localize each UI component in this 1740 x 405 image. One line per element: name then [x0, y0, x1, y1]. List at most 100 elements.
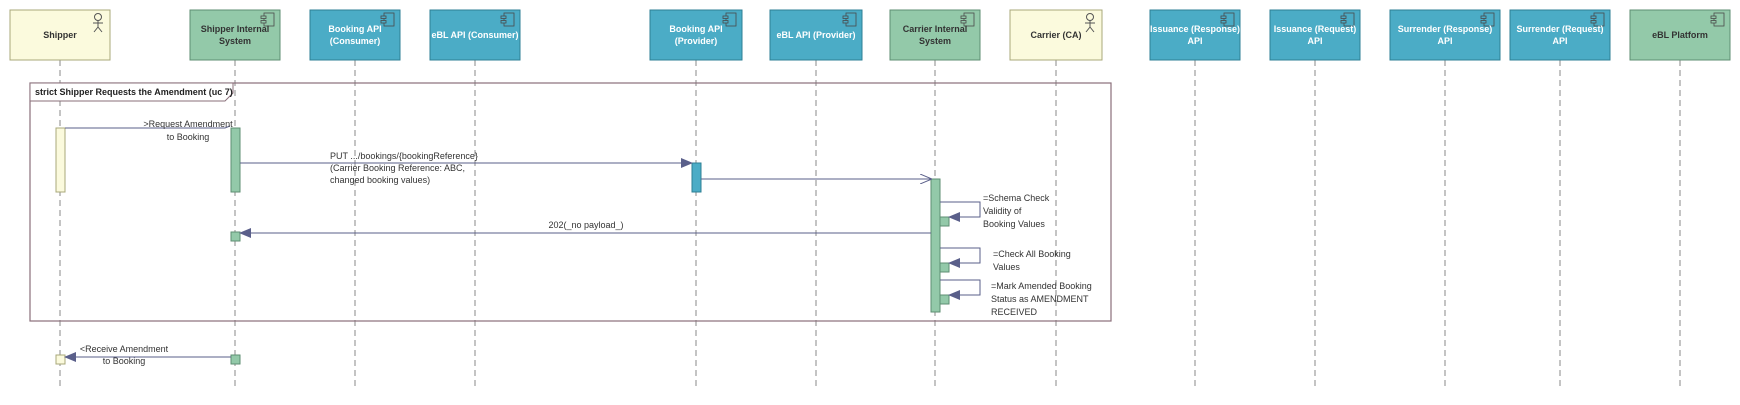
participant-name-line-1: Shipper: [43, 30, 77, 40]
frame-tab: [29, 82, 234, 102]
message-label-line-1: =Check All Booking: [993, 249, 1071, 259]
stick-figure-icon: [93, 13, 103, 33]
component-icon: [1340, 12, 1355, 27]
message-label-line-2: Validity of: [983, 206, 1022, 216]
shipper-receive-activation: [55, 354, 66, 365]
participant-name-line-2: API: [1437, 36, 1452, 46]
lifelines: [59, 60, 1681, 390]
message-request-amendment[interactable]: >Request Amendment to Booking: [65, 119, 233, 142]
message-label-line-3: Booking Values: [983, 219, 1045, 229]
carrier-mark-amended-activation: [939, 294, 950, 305]
message-label-line-1: =Schema Check: [983, 193, 1050, 203]
message-line: [940, 201, 981, 222]
participant-name-line-1: eBL API (Provider): [776, 30, 855, 40]
participant-booking-api-provider[interactable]: Booking API (Provider): [649, 9, 743, 61]
message-line: [65, 125, 231, 129]
participant-issuance-request-api[interactable]: Issuance (Request) API: [1269, 9, 1361, 61]
carrier-internal-activation: [930, 178, 941, 313]
component-icon: [842, 12, 857, 27]
message-label-line-1: =Mark Amended Booking: [991, 281, 1092, 291]
component-icon: [722, 12, 737, 27]
participant-ebl-api-consumer[interactable]: eBL API (Consumer): [429, 9, 521, 61]
message-label-line-2: to Booking: [167, 132, 210, 142]
participant-name-line-2: API: [1552, 36, 1567, 46]
participant-name-line-2: (Consumer): [330, 36, 381, 46]
participant-name-line-1: Surrender (Request): [1516, 24, 1603, 34]
message-receive-amendment[interactable]: <Receive Amendment to Booking: [64, 344, 231, 366]
message-label-line-2: to Booking: [103, 356, 146, 366]
component-icon: [1590, 12, 1605, 27]
participant-name-line-1: Surrender (Response): [1398, 24, 1493, 34]
participant-name-line-1: eBL API (Consumer): [431, 30, 518, 40]
message-label-line-2: (Carrier Booking Reference: ABC,: [330, 163, 465, 173]
participant-name-line-1: Issuance (Request): [1274, 24, 1357, 34]
carrier-schema-check-activation: [939, 216, 950, 227]
participant-box: [309, 9, 401, 61]
participant-surrender-response-api[interactable]: Surrender (Response) API: [1389, 9, 1501, 61]
message-put-booking[interactable]: PUT .../bookings/{bookingReference} (Carr…: [240, 151, 693, 185]
frame-strict-uc7: strict Shipper Requests the Amendment (u…: [29, 82, 1112, 322]
frame-border: [29, 82, 1112, 322]
stick-figure-icon: [1085, 13, 1095, 33]
booking-api-provider-activation: [691, 162, 702, 193]
participant-box: [189, 9, 281, 61]
participant-ebl-platform[interactable]: eBL Platform: [1629, 9, 1731, 61]
participant-name-line-1: Shipper Internal: [201, 24, 270, 34]
participant-carrier-ca[interactable]: Carrier (CA): [1009, 9, 1103, 61]
participant-shipper[interactable]: Shipper: [9, 9, 111, 61]
message-response-202[interactable]: 202(_no payload_): [239, 220, 931, 238]
participant-name-line-1: Carrier (CA): [1030, 30, 1081, 40]
component-icon: [1710, 12, 1725, 27]
participant-box: [1269, 9, 1361, 61]
participant-name-line-2: API: [1307, 36, 1322, 46]
participant-name-line-1: Booking API: [669, 24, 722, 34]
message-label-line-1: PUT .../bookings/{bookingReference}: [330, 151, 478, 161]
message-label-line-1: <Receive Amendment: [80, 344, 169, 354]
shipper-internal-activation-3: [230, 354, 241, 365]
participant-issuance-response-api[interactable]: Issuance (Response) API: [1149, 9, 1241, 61]
message-label-line-1: >Request Amendment: [143, 119, 233, 129]
component-icon: [960, 12, 975, 27]
message-line: [940, 247, 981, 268]
activation-bars: [55, 127, 950, 365]
participant-name-line-2: API: [1187, 36, 1202, 46]
participant-name-line-1: Carrier Internal: [903, 24, 968, 34]
participant-name-line-1: Issuance (Response): [1150, 24, 1240, 34]
message-label-line-2: Values: [993, 262, 1020, 272]
message-label-line-2: Status as AMENDMENT: [991, 294, 1089, 304]
combined-fragment-frame: strict Shipper Requests the Amendment (u…: [29, 82, 1112, 322]
participant-box: [889, 9, 981, 61]
message-label-line-3: changed booking values): [330, 175, 430, 185]
component-icon: [1480, 12, 1495, 27]
carrier-check-all-activation: [939, 262, 950, 273]
component-icon: [1220, 12, 1235, 27]
frame-label: strict Shipper Requests the Amendment (u…: [35, 87, 233, 97]
shipper-internal-activation-2: [230, 231, 241, 242]
participant-name-line-2: System: [919, 36, 951, 46]
participant-name-line-1: Booking API: [328, 24, 381, 34]
message-label-line-3: RECEIVED: [991, 307, 1038, 317]
participant-name-line-2: System: [219, 36, 251, 46]
participant-box: [1149, 9, 1241, 61]
participant-name-line-2: (Provider): [675, 36, 718, 46]
component-icon: [260, 12, 275, 27]
message-line: [940, 279, 981, 300]
participant-name-line-1: eBL Platform: [1652, 30, 1708, 40]
component-icon: [500, 12, 515, 27]
component-icon: [380, 12, 395, 27]
shipper-internal-activation-1: [230, 127, 241, 193]
participant-box: [9, 9, 111, 61]
shipper-activation-1: [55, 127, 66, 193]
message-label-line-1: 202(_no payload_): [548, 220, 623, 230]
participant-ebl-api-provider[interactable]: eBL API (Provider): [769, 9, 863, 61]
participant-booking-api-consumer[interactable]: Booking API (Consumer): [309, 9, 401, 61]
participant-surrender-request-api[interactable]: Surrender (Request) API: [1509, 9, 1611, 61]
